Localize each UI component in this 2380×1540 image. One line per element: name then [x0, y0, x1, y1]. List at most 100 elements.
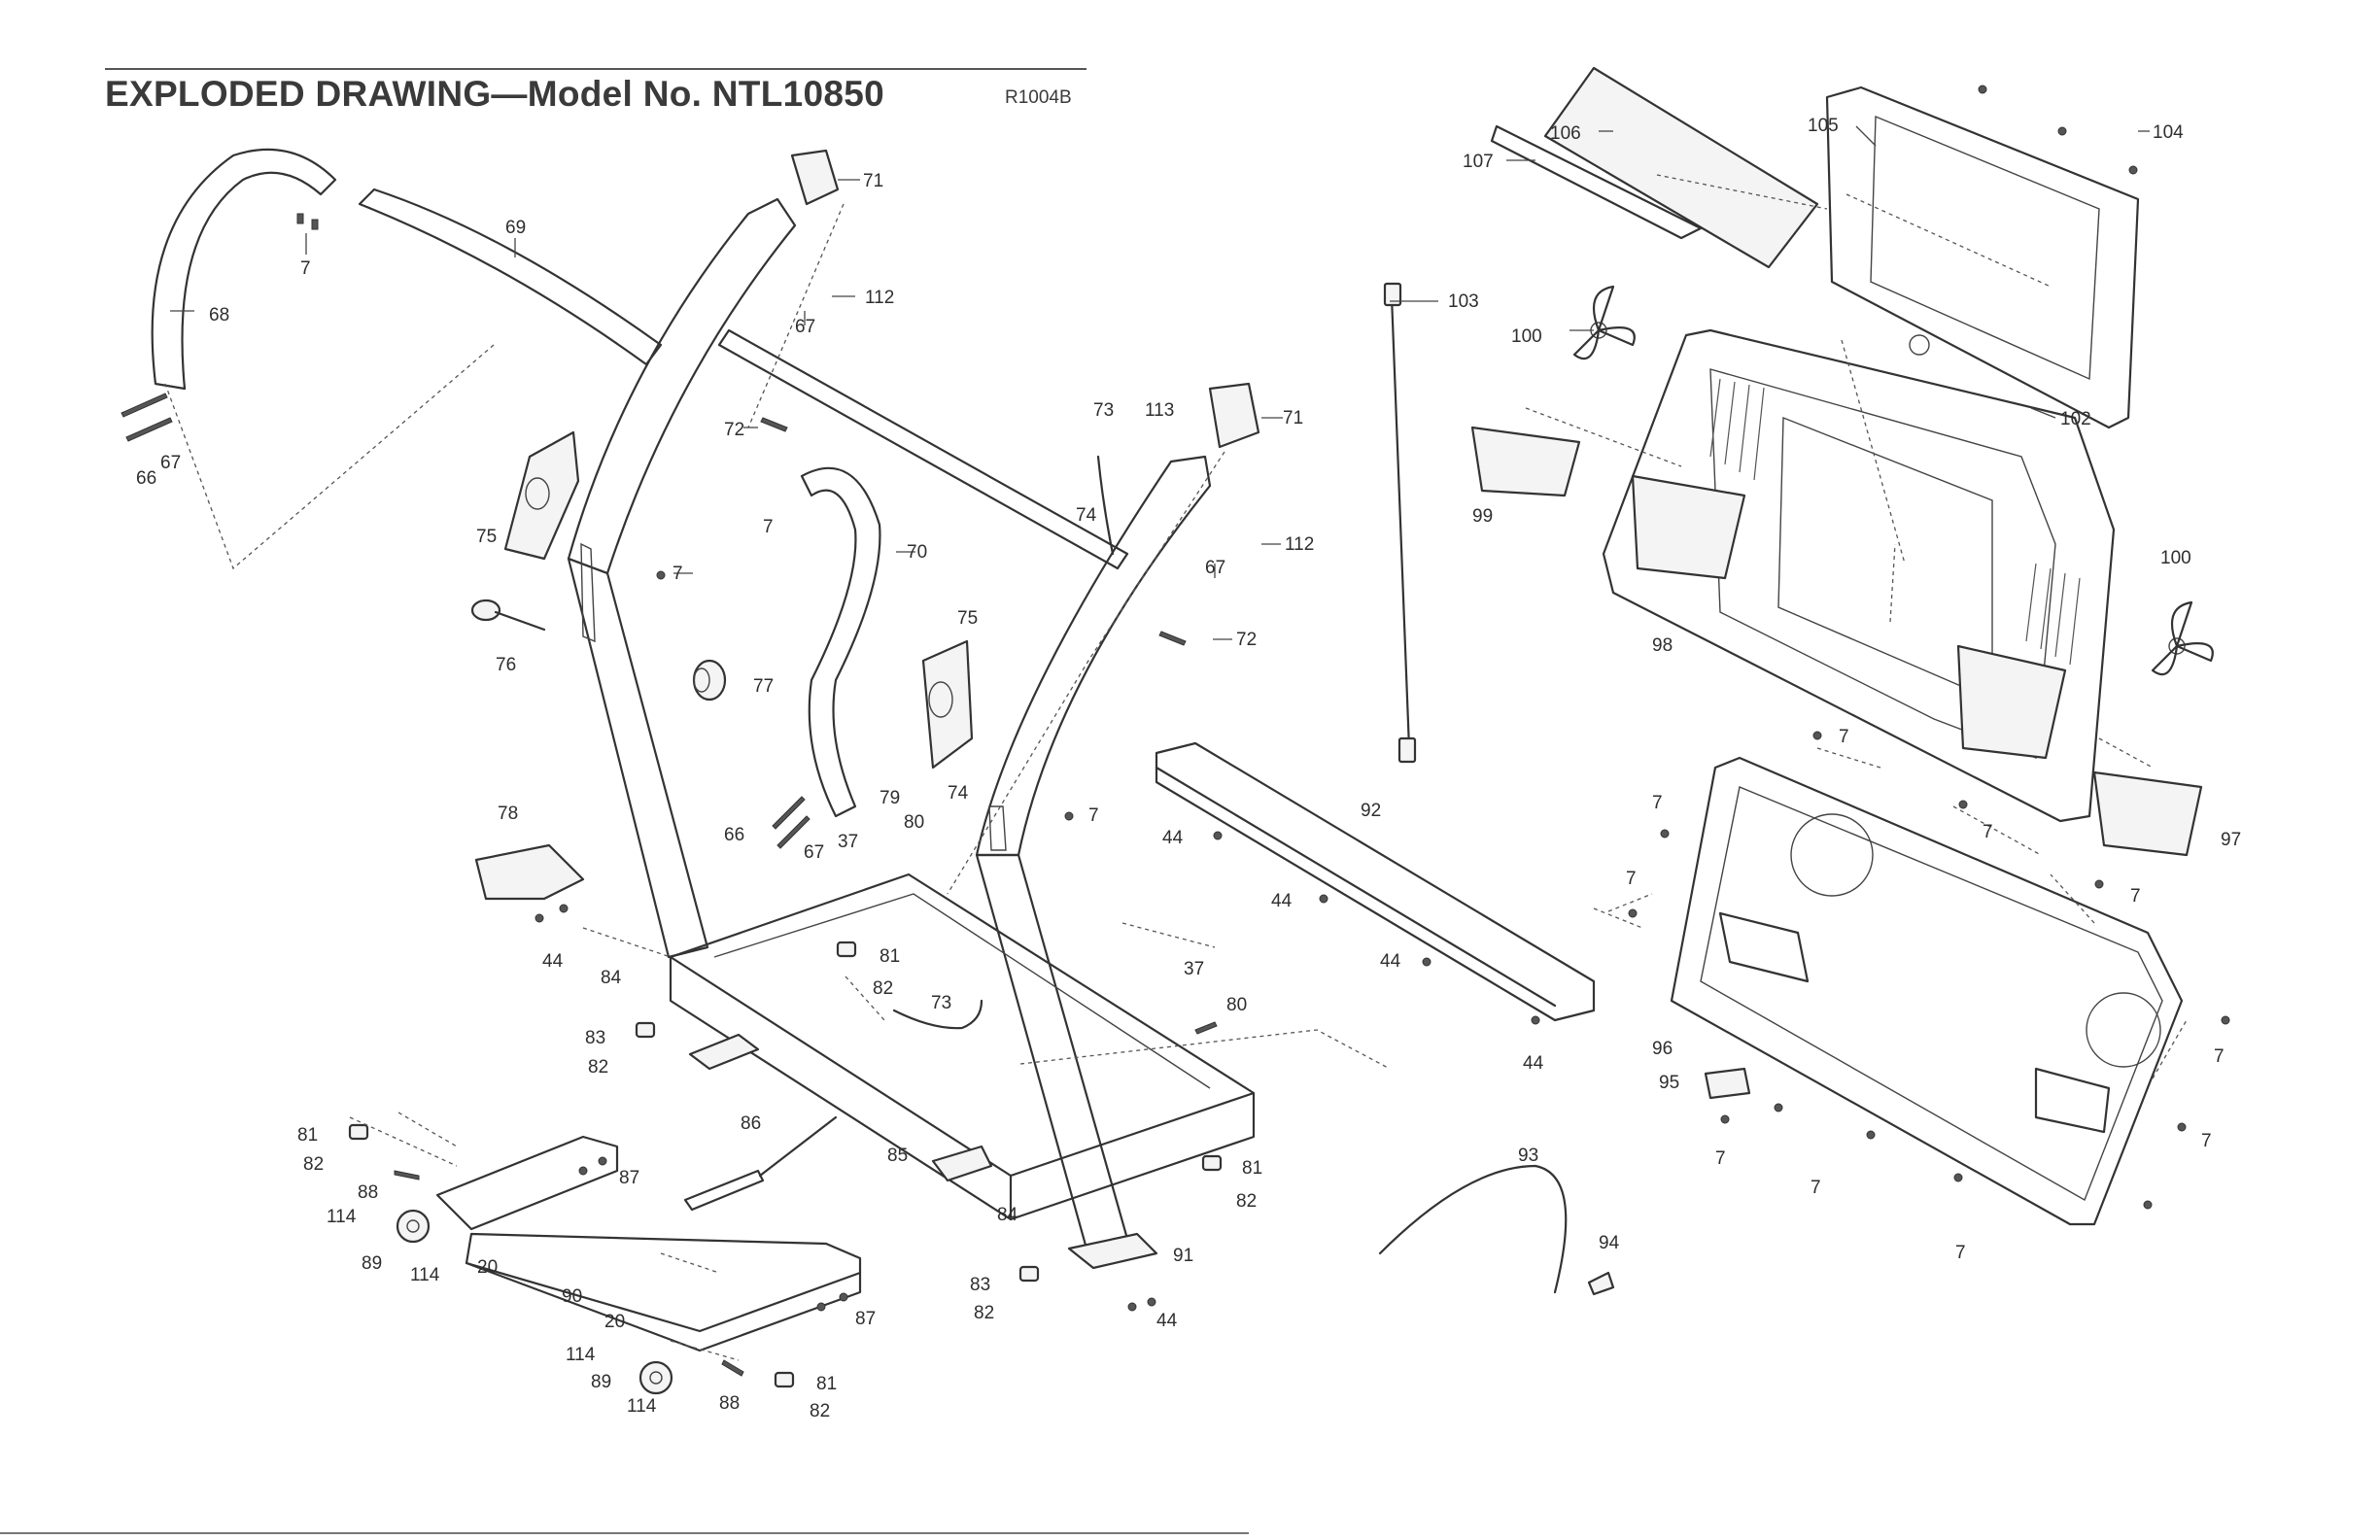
callout-79: 79 — [880, 788, 900, 808]
frame-rail-92 — [1155, 741, 1596, 1022]
callout-7: 7 — [673, 564, 683, 584]
right-handlebar-70 — [800, 466, 881, 818]
upright-cap-71a — [790, 149, 840, 206]
callout-114: 114 — [327, 1207, 357, 1227]
callout-112: 112 — [865, 288, 894, 308]
callout-71: 71 — [863, 171, 883, 191]
bracket-91 — [1067, 1232, 1158, 1270]
speaker-grille-right — [2025, 563, 2081, 666]
callout-114: 114 — [627, 1396, 657, 1417]
callout-76: 76 — [496, 655, 516, 675]
callout-99: 99 — [1472, 506, 1493, 527]
wheel-89b — [638, 1360, 673, 1395]
callout-73: 73 — [931, 993, 951, 1013]
left-upright — [567, 197, 797, 959]
callout-88: 88 — [358, 1182, 378, 1203]
callout-66: 66 — [724, 825, 744, 845]
callout-82: 82 — [873, 978, 893, 999]
callout-113: 113 — [1145, 400, 1174, 421]
callout-83: 83 — [585, 1028, 605, 1048]
callout-7: 7 — [1955, 1243, 1966, 1263]
callouts: 7 68 69 66 67 71 112 67 72 75 7 76 77 7 … — [136, 116, 2241, 1421]
callout-7: 7 — [1983, 822, 1993, 842]
frame-bracket-a — [688, 1033, 760, 1071]
callout-91: 91 — [1173, 1246, 1193, 1266]
callout-89: 89 — [591, 1372, 611, 1392]
wire-93 — [1378, 1164, 1568, 1294]
book-holder-106 — [1543, 66, 1819, 269]
callout-96: 96 — [1652, 1039, 1673, 1059]
callout-7: 7 — [1088, 805, 1099, 826]
callout-7: 7 — [1652, 793, 1663, 813]
wheel-89a — [396, 1209, 431, 1244]
tray-107 — [1490, 124, 1703, 240]
callout-71: 71 — [1283, 408, 1303, 428]
callout-7: 7 — [1626, 869, 1637, 889]
callout-89: 89 — [362, 1253, 382, 1274]
drawing-title: EXPLODED DRAWING—Model No. NTL10850 — [105, 74, 884, 114]
callout-112: 112 — [1285, 534, 1314, 555]
callout-82: 82 — [303, 1154, 324, 1175]
callout-7: 7 — [2214, 1046, 2225, 1067]
fan-100a — [1572, 285, 1636, 360]
cup-holder-99 — [1470, 426, 1581, 497]
callout-37: 37 — [838, 832, 858, 852]
callout-67: 67 — [160, 453, 181, 473]
part-95 — [1704, 1067, 1751, 1100]
callout-94: 94 — [1599, 1233, 1620, 1253]
side-cover-75b — [921, 639, 974, 770]
frame-bracket-b — [931, 1145, 993, 1182]
callout-82: 82 — [1236, 1191, 1257, 1212]
bracket-78 — [474, 843, 585, 901]
callout-93: 93 — [1518, 1146, 1538, 1166]
callout-7: 7 — [300, 258, 311, 279]
callout-67: 67 — [795, 317, 815, 337]
leader-lines — [170, 125, 2150, 640]
cup-insert-right — [1956, 644, 2067, 760]
callout-102: 102 — [2060, 409, 2091, 429]
leveler-feet — [348, 941, 1223, 1388]
callout-20: 20 — [604, 1312, 625, 1332]
callout-105: 105 — [1808, 116, 1839, 136]
callout-7: 7 — [2201, 1131, 2212, 1151]
fan-100b — [2151, 600, 2214, 676]
upright-cap-71b — [1208, 382, 1260, 449]
callout-100: 100 — [2160, 548, 2191, 568]
callout-75: 75 — [476, 527, 497, 547]
callout-80: 80 — [904, 812, 924, 833]
callout-68: 68 — [209, 305, 229, 325]
callout-7: 7 — [763, 517, 774, 537]
drawing-code: R1004B — [1005, 87, 1072, 108]
callout-78: 78 — [498, 804, 518, 824]
callout-87: 87 — [619, 1168, 639, 1188]
callout-70: 70 — [907, 542, 927, 563]
callout-67: 67 — [804, 842, 824, 863]
right-upright — [975, 455, 1212, 1250]
speaker-grille-left — [1709, 378, 1765, 481]
callout-75: 75 — [957, 608, 978, 629]
callout-81: 81 — [880, 946, 900, 967]
callout-7: 7 — [1811, 1178, 1821, 1198]
callout-98: 98 — [1652, 635, 1673, 656]
wire-harness-73b — [1096, 455, 1115, 556]
callout-7: 7 — [2130, 886, 2141, 907]
callout-80: 80 — [1226, 995, 1247, 1015]
callout-90: 90 — [562, 1286, 582, 1307]
callout-69: 69 — [505, 218, 526, 238]
callout-85: 85 — [887, 1146, 908, 1166]
callout-83: 83 — [970, 1275, 990, 1295]
callout-81: 81 — [816, 1374, 837, 1394]
callout-7: 7 — [1839, 727, 1849, 747]
callout-88: 88 — [719, 1393, 740, 1414]
console-top-105 — [1825, 86, 2140, 429]
assembly-lines — [164, 174, 2188, 1361]
left-handlebar-68 — [151, 148, 337, 391]
callout-44: 44 — [1162, 828, 1184, 848]
callout-82: 82 — [810, 1401, 830, 1421]
callout-44: 44 — [542, 951, 564, 972]
callout-73: 73 — [1093, 400, 1114, 421]
bottom-rule — [0, 1532, 1249, 1534]
callout-100: 100 — [1511, 326, 1542, 347]
callout-84: 84 — [997, 1205, 1018, 1225]
